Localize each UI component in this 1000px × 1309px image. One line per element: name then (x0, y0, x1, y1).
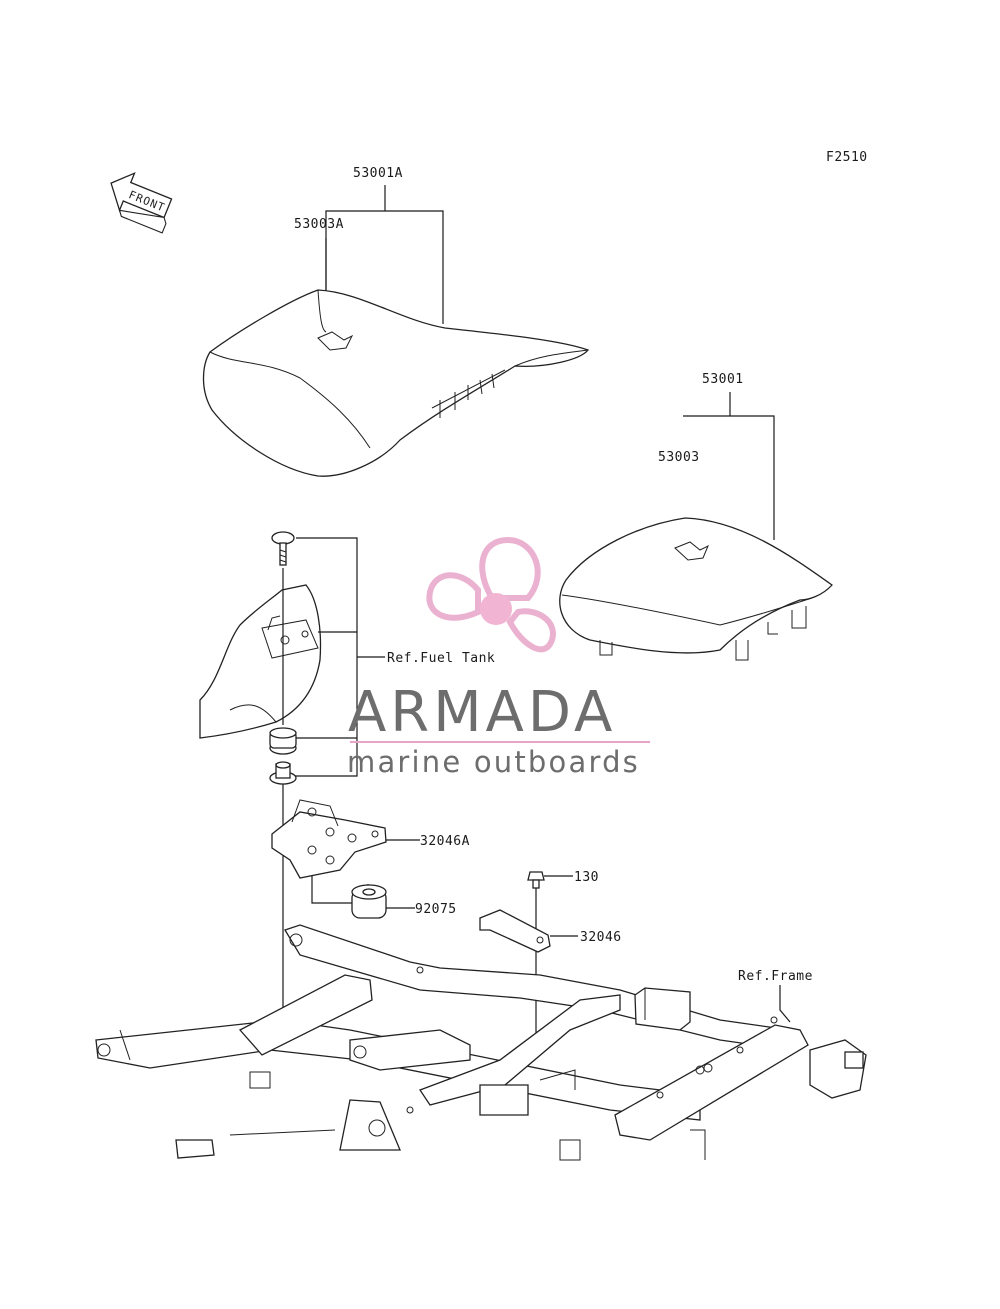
label-53001: 53001 (702, 372, 744, 387)
subframe (95, 924, 867, 1161)
label-53001A: 53001A (353, 166, 403, 181)
bracket-32046 (479, 909, 551, 953)
label-53003: 53003 (658, 450, 700, 465)
label-32046A: 32046A (420, 834, 470, 849)
damper-92075 (351, 884, 387, 919)
fuel-tank-bracket (199, 584, 322, 739)
pillion-seat (559, 517, 833, 661)
label-92075: 92075 (415, 902, 457, 917)
watermark-title: ARMADA (348, 680, 616, 745)
label-53003A: 53003A (294, 217, 344, 232)
grommet-icon (269, 727, 297, 755)
rider-seat (202, 289, 590, 477)
bolt-icon (271, 531, 295, 566)
figure-code: F2510 (826, 150, 868, 165)
watermark-subtitle: marine outboards (347, 745, 640, 779)
bracket-32046A (271, 799, 387, 879)
label-32046: 32046 (580, 930, 622, 945)
ref-fuel-tank: Ref.Fuel Tank (387, 651, 495, 666)
seat-logo-icon (317, 331, 354, 351)
bolt-130-icon (527, 871, 545, 889)
collar-icon (269, 761, 297, 785)
propeller-logo-icon (426, 536, 556, 653)
label-130: 130 (574, 870, 599, 885)
front-arrow-icon: FRONT (110, 172, 173, 234)
leader-53001 (683, 415, 775, 540)
ref-frame: Ref.Frame (738, 969, 813, 984)
